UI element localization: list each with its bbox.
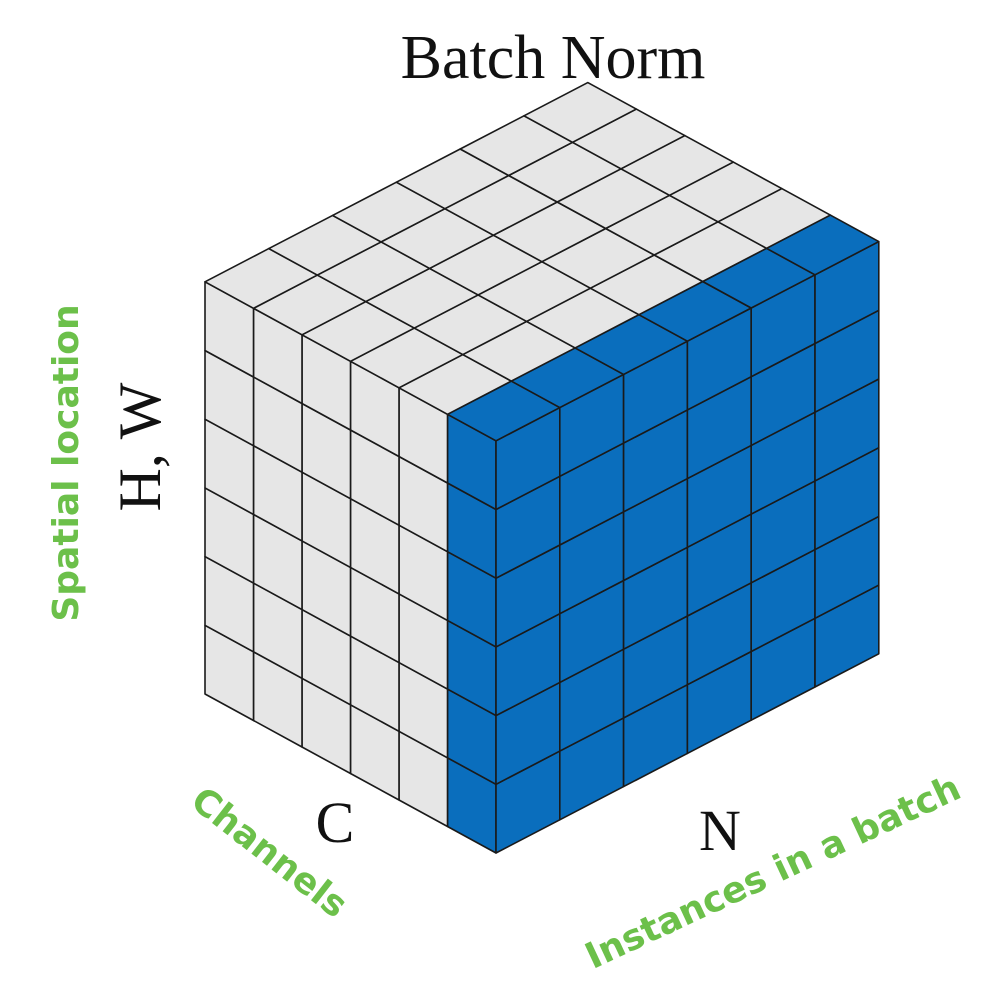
n-axis-label: N [699,798,741,863]
instances-annotation: Instances in a batch [579,768,967,978]
tensor-cube [204,81,880,854]
c-axis-label: C [316,790,355,855]
hw-axis-label: H, W [107,382,173,511]
diagram-title: Batch Norm [401,24,706,92]
spatial-location-annotation: Spatial location [46,304,87,621]
top-face-cell [523,81,638,144]
